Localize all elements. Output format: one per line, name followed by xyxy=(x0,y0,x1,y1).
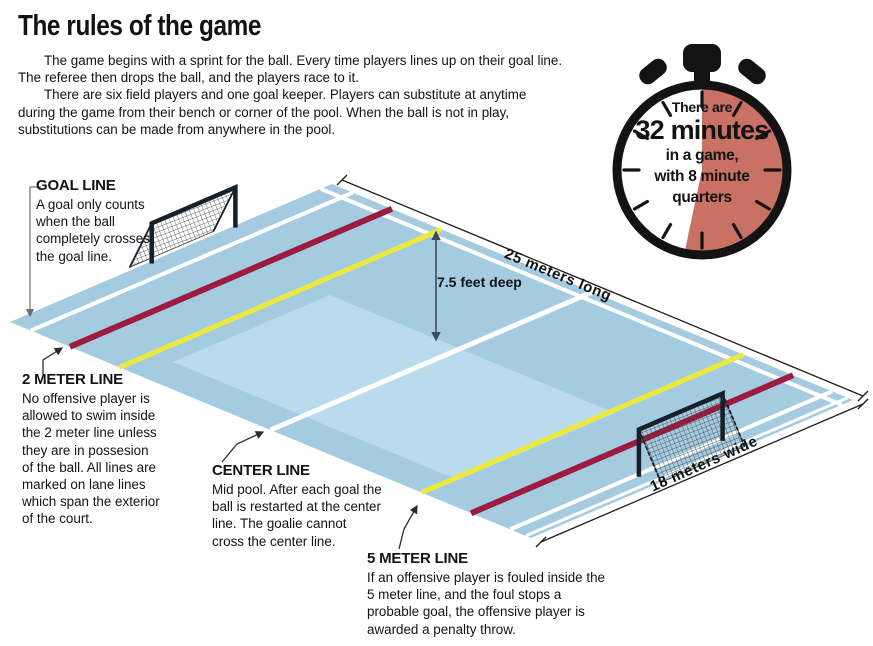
two-meter-line-far xyxy=(469,372,795,516)
length-dim-tick-start xyxy=(336,174,348,186)
intro-text: The game begins with a sprint for the ba… xyxy=(18,52,566,138)
goal-far-frame xyxy=(636,390,725,477)
depth-dimension-label: 7.5 feet deep xyxy=(437,274,522,290)
goal-near-frame xyxy=(149,183,238,264)
callout-two-meter-line: 2 METER LINE No offensive player is allo… xyxy=(22,371,160,528)
five-meter-line-far xyxy=(420,352,745,495)
stopwatch-elapsed-wedge xyxy=(685,88,784,251)
center-line xyxy=(269,289,594,433)
length-dimension-line xyxy=(341,179,864,397)
pool-deep-floor xyxy=(173,295,615,480)
two-meter-body: No offensive player is allowed to swim i… xyxy=(22,391,160,527)
stopwatch-line-5: quarters xyxy=(672,189,732,206)
goal-line-near-stripe xyxy=(30,190,354,333)
two-meter-line-near xyxy=(68,206,394,350)
callout-five-meter-line: 5 METER LINE If an offensive player is f… xyxy=(367,550,605,638)
goal-far-struts xyxy=(638,393,746,483)
stopwatch-ticks xyxy=(622,90,782,250)
width-dimension-line xyxy=(540,403,864,543)
intro-paragraph-1: The game begins with a sprint for the ba… xyxy=(18,53,563,86)
center-line-title: CENTER LINE xyxy=(212,462,310,479)
stopwatch-line-1: There are xyxy=(671,99,733,115)
width-dim-tick-end xyxy=(535,536,547,548)
stopwatch xyxy=(612,44,792,260)
two-meter-title: 2 METER LINE xyxy=(22,371,123,388)
goal-far xyxy=(636,390,746,484)
stopwatch-crown-knob xyxy=(683,44,721,72)
callout-lines xyxy=(25,186,418,550)
five-meter-body: If an offensive player is fouled inside … xyxy=(367,570,605,637)
stopwatch-line-4: with 8 minute xyxy=(654,168,750,185)
stopwatch-line-3: in a game, xyxy=(665,147,739,164)
stopwatch-right-button xyxy=(738,58,766,85)
goal-line-title: GOAL LINE xyxy=(36,177,116,194)
page-title: The rules of the game xyxy=(18,10,261,42)
goal-near xyxy=(128,183,238,269)
goal-line-pointer xyxy=(25,186,41,318)
length-dim-tick-end xyxy=(857,390,869,402)
callout-center-line: CENTER LINE Mid pool. After each goal th… xyxy=(212,462,382,550)
center-line-body: Mid pool. After each goal the ball is re… xyxy=(212,482,382,549)
callout-goal-line: GOAL LINE A goal only counts when the ba… xyxy=(36,177,168,265)
center-line-pointer xyxy=(221,431,265,463)
intro-paragraph-2: There are six field players and one goal… xyxy=(18,87,527,137)
stopwatch-line-2: 32 minutes xyxy=(635,115,769,145)
goal-near-struts xyxy=(128,186,237,268)
stopwatch-text: There are 32 minutes in a game, with 8 m… xyxy=(612,99,792,208)
five-meter-pointer xyxy=(398,504,418,550)
width-dim-tick-start xyxy=(857,398,869,410)
stopwatch-left-button xyxy=(639,58,667,85)
dimension-lines xyxy=(336,174,869,548)
two-meter-pointer xyxy=(42,347,64,374)
five-meter-title: 5 METER LINE xyxy=(367,550,468,567)
five-meter-line-near xyxy=(118,227,443,370)
goal-line-body: A goal only counts when the ball complet… xyxy=(36,197,150,264)
pool-diagram xyxy=(10,184,853,538)
stopwatch-ring xyxy=(612,80,792,260)
